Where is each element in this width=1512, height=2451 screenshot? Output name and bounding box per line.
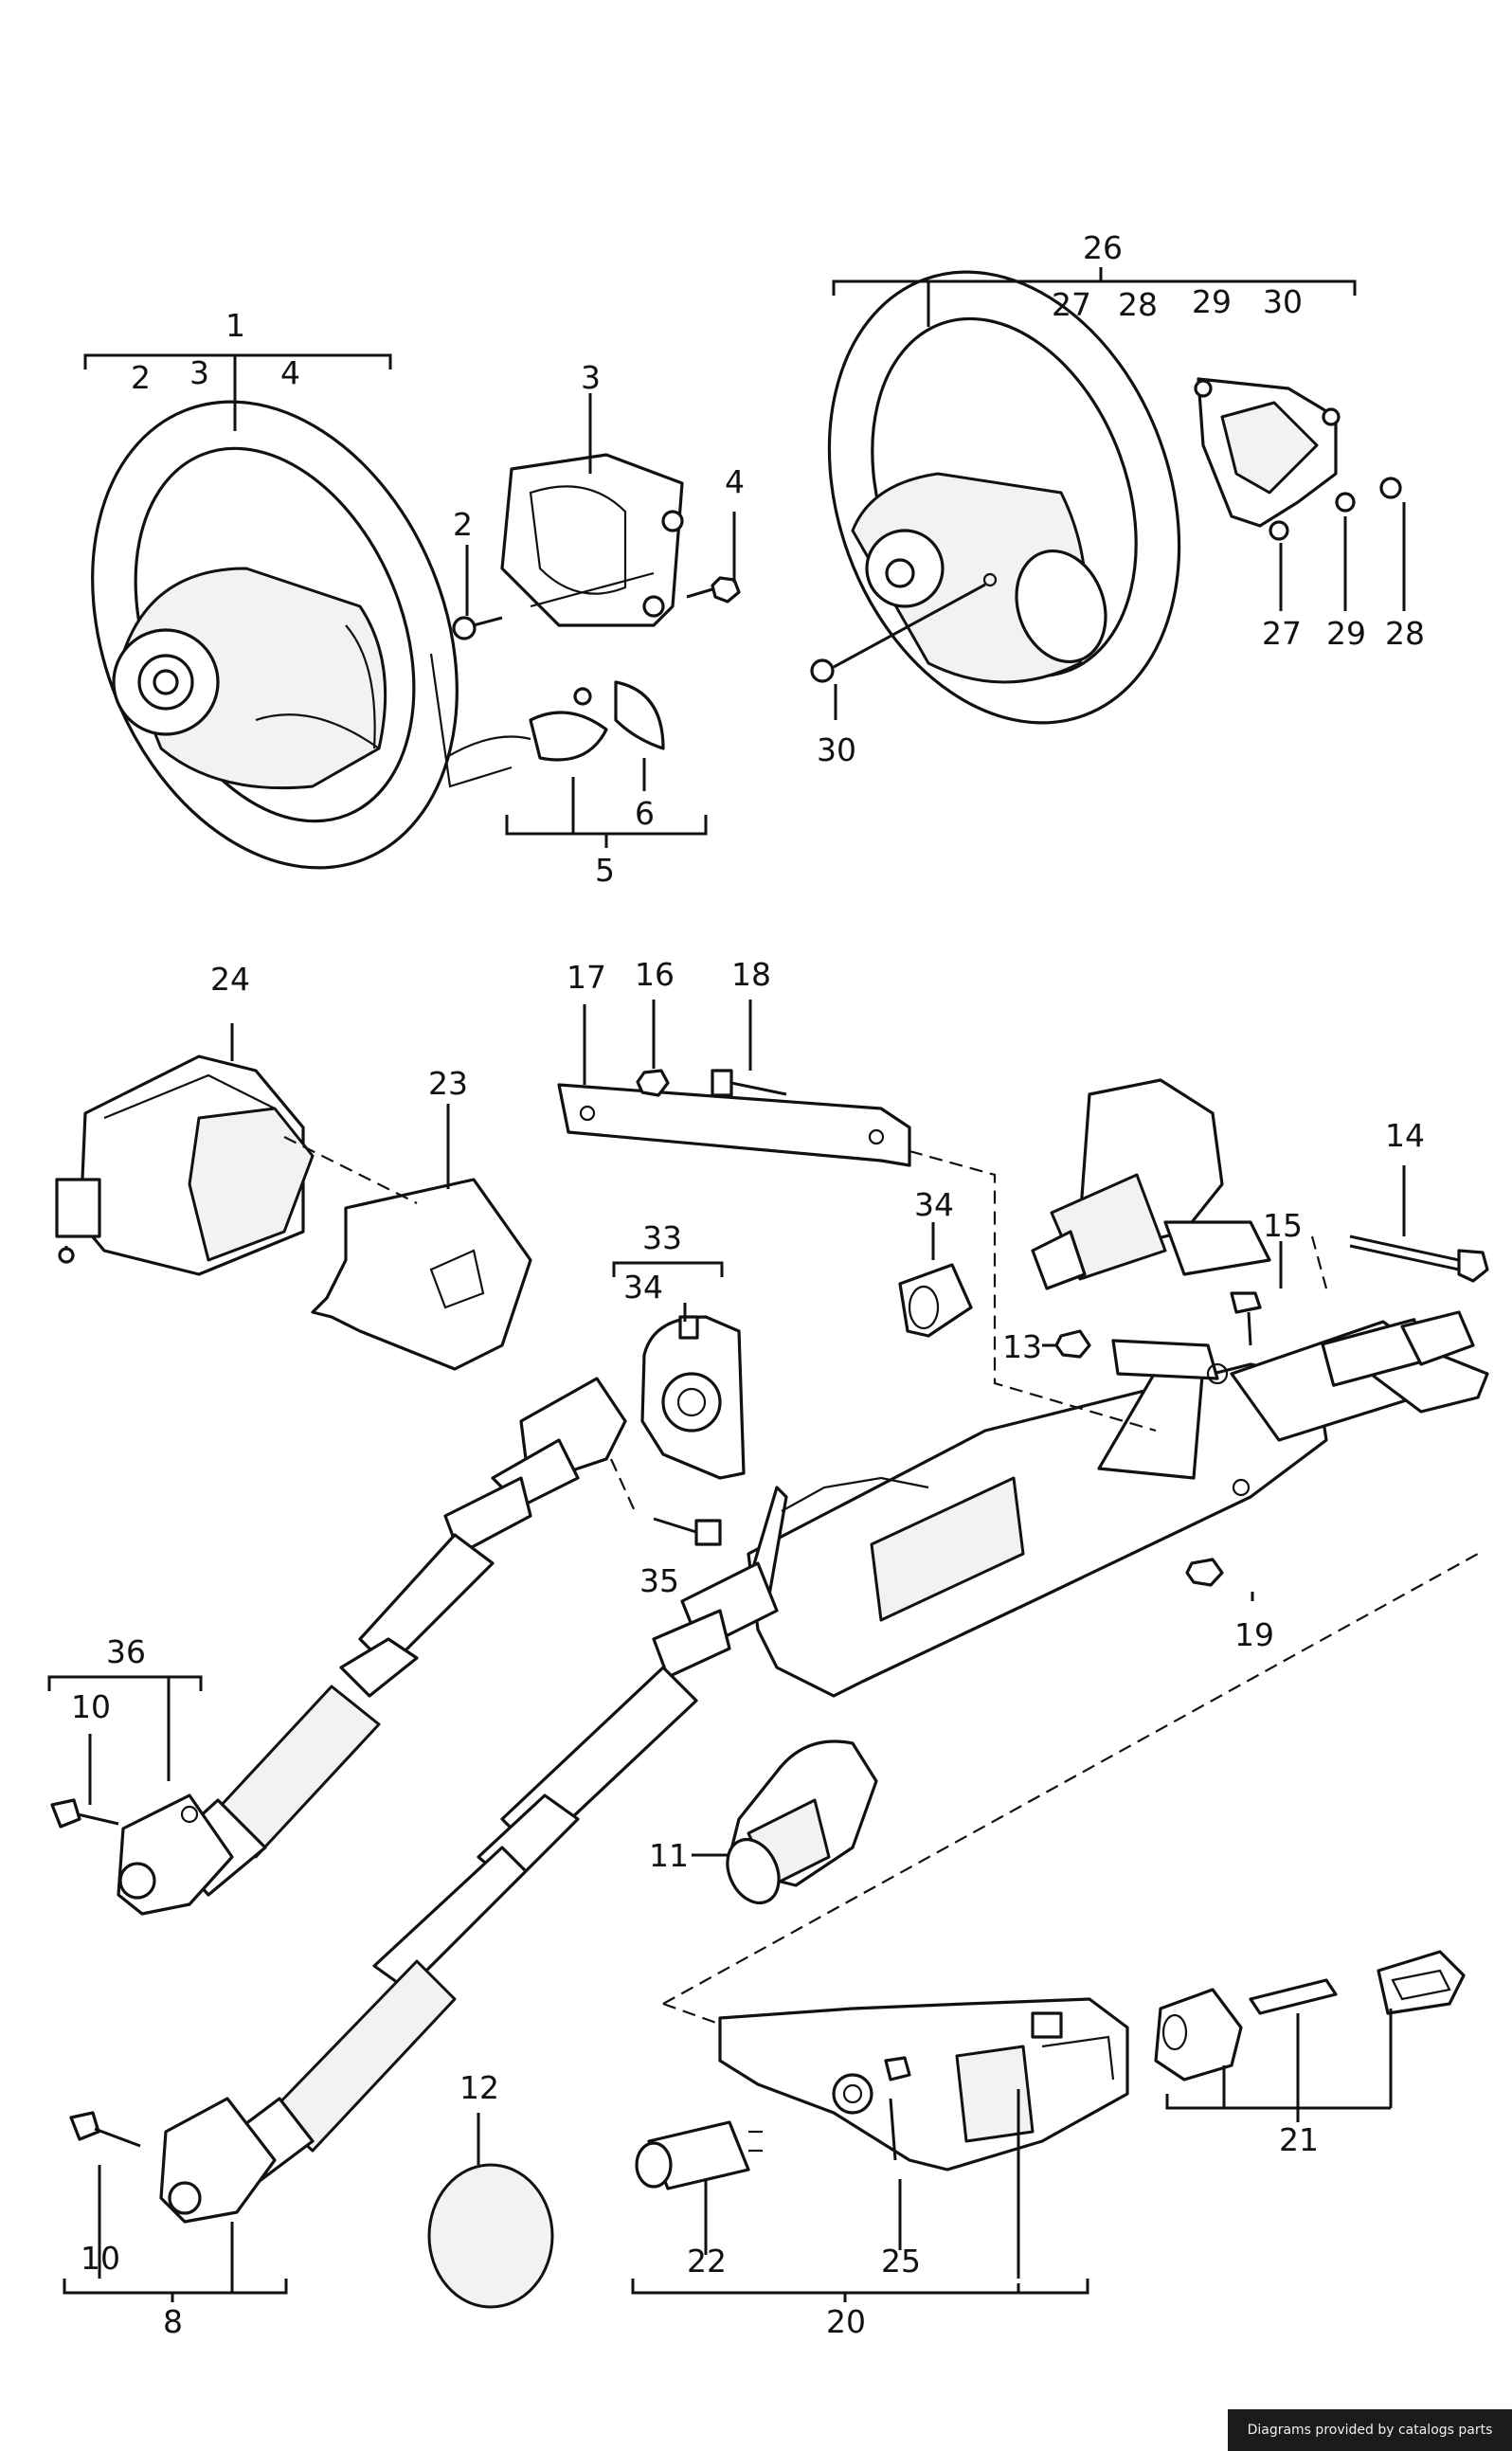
screw-30 [810, 583, 986, 683]
motor-unit-24 [55, 1023, 315, 1276]
callout-20: 20 [826, 2303, 866, 2340]
callout-30: 30 [1263, 283, 1303, 320]
group-bracket-1 [83, 353, 736, 848]
pinion-boot-top-right [1031, 1078, 1271, 1290]
bolt-10-upper [50, 1734, 119, 1829]
bolt-14 [1349, 1165, 1489, 1283]
callout-labels: 1 2 3 4 3 2 4 6 5 26 27 28 29 30 27 29 2… [71, 229, 1425, 2340]
intermediate-shaft-8 [159, 1561, 779, 2224]
nut-4 [686, 576, 741, 604]
steering-wheel-assembly-26 [827, 270, 1181, 725]
screw-35 [609, 1458, 722, 1546]
callout-10: 10 [71, 1688, 111, 1725]
callout-23: 23 [428, 1065, 468, 1102]
wheel-mount-plate [1194, 377, 1341, 541]
callout-19: 19 [1234, 1616, 1274, 1653]
clip-parts-5-6 [444, 680, 665, 762]
callout-29: 29 [1192, 283, 1232, 320]
nut-19 [1185, 1558, 1254, 1601]
hub-bracket-part [500, 453, 684, 627]
screw-28-29 [1335, 477, 1402, 513]
nut-13 [1042, 1329, 1091, 1359]
callout-3: 3 [189, 354, 209, 391]
screw-15 [1230, 1241, 1283, 1346]
callout-6: 6 [635, 795, 655, 832]
callout-5: 5 [595, 852, 615, 889]
callout-8: 8 [163, 2303, 183, 2340]
callout-35: 35 [639, 1562, 679, 1599]
steering-wheel-assembly-1 [91, 400, 459, 870]
nut-16 [636, 1000, 670, 1097]
bracket-23 [283, 1104, 532, 1371]
support-bar-17 [557, 1004, 911, 1167]
callout-10: 10 [81, 2240, 120, 2277]
steering-shaft-36 [117, 1377, 627, 1916]
callout-13: 13 [1002, 1328, 1042, 1365]
group-bracket-26 [832, 267, 1406, 720]
screw-25 [884, 2056, 911, 2250]
callout-15: 15 [1263, 1207, 1303, 1244]
screw-2 [452, 616, 503, 640]
cap-12 [427, 2113, 554, 2309]
callout-22: 22 [687, 2243, 727, 2280]
callout-14: 14 [1385, 1117, 1425, 1154]
callout-30: 30 [817, 731, 856, 768]
callout-17: 17 [567, 959, 606, 996]
callout-24: 24 [210, 961, 250, 998]
bushing-34 [898, 1222, 973, 1338]
callout-11: 11 [649, 1837, 689, 1874]
bolt-10-lower [69, 2111, 141, 2279]
callout-25: 25 [881, 2243, 921, 2280]
callout-21: 21 [1279, 2121, 1319, 2158]
callout-34: 34 [623, 1269, 663, 1306]
bolt-18 [711, 1000, 787, 1097]
boot-11 [692, 1739, 878, 1905]
callout-2: 2 [131, 359, 151, 396]
lock-housing-20 [718, 1997, 1129, 2172]
callout-1: 1 [225, 307, 245, 344]
callout-27: 27 [1052, 286, 1091, 323]
callout-36: 36 [106, 1633, 146, 1670]
callout-4: 4 [280, 354, 300, 391]
callout-29: 29 [1326, 615, 1366, 652]
callout-3: 3 [581, 359, 601, 396]
callout-12: 12 [459, 2069, 499, 2106]
callout-28: 28 [1385, 615, 1425, 652]
switch-22 [635, 2120, 763, 2255]
callout-2: 2 [453, 506, 473, 543]
callout-27: 27 [1262, 615, 1302, 652]
control-module-33 [612, 1261, 746, 1480]
callout-28: 28 [1118, 286, 1158, 323]
callout-26: 26 [1083, 229, 1123, 266]
callout-4: 4 [725, 463, 745, 500]
callout-33: 33 [642, 1219, 682, 1256]
steering-rack-housing [737, 1310, 1489, 1698]
credit-banner: Diagrams provided by catalogs parts [1228, 2409, 1512, 2451]
callout-16: 16 [635, 956, 675, 993]
callout-34: 34 [914, 1186, 954, 1223]
lock-cylinder-21 [1154, 1950, 1466, 2108]
callout-18: 18 [731, 956, 771, 993]
